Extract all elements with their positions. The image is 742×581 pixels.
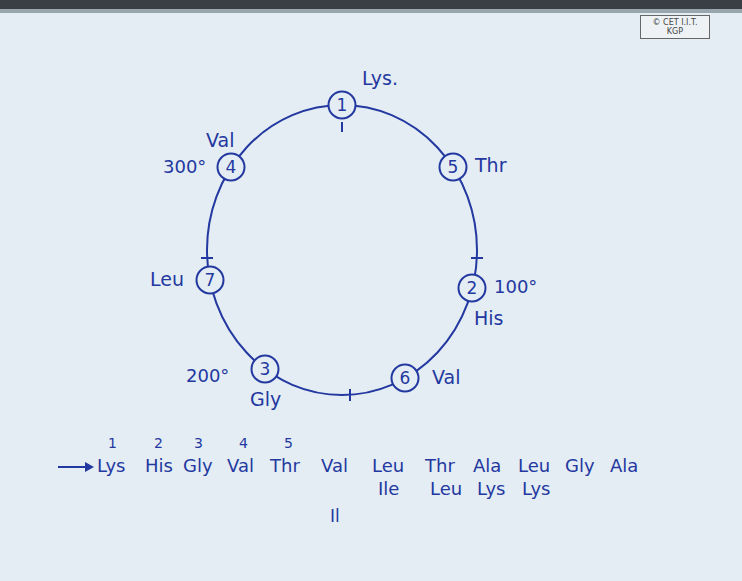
sequence-number: 1	[108, 436, 117, 451]
sequence-residue: Il	[330, 507, 340, 526]
position-number: 1	[327, 90, 357, 120]
sequence-arrow	[58, 462, 94, 472]
sequence-residue: Gly	[565, 456, 595, 476]
angle-label: 300°	[163, 157, 206, 177]
residue-name: Thr	[475, 155, 506, 176]
residue-node: 7Leu	[195, 265, 225, 295]
residue-name: Lys.	[362, 68, 398, 89]
residue-name: Leu	[150, 269, 184, 290]
angle-label: 100°	[494, 277, 537, 297]
position-number: 5	[438, 152, 468, 182]
residue-node: 5Thr	[438, 152, 468, 182]
tick-marks	[201, 122, 483, 401]
residue-node: 3Gly	[250, 354, 280, 384]
angle-label: 200°	[186, 366, 229, 386]
sequence-residue: Thr	[425, 456, 455, 476]
wheel-circle	[207, 105, 477, 395]
residue-name: Val	[432, 367, 460, 388]
position-number: 6	[390, 363, 420, 393]
sequence-residue: Thr	[270, 456, 300, 476]
sequence-number: 2	[154, 436, 163, 451]
position-number: 3	[250, 354, 280, 384]
sequence-residue: Gly	[183, 456, 213, 476]
sequence-residue: Leu	[372, 456, 404, 476]
sequence-residue: Val	[227, 456, 254, 476]
sequence-number: 3	[194, 436, 203, 451]
sequence-residue: His	[145, 456, 173, 476]
sequence-residue: Ala	[610, 456, 638, 476]
position-number: 7	[195, 265, 225, 295]
frame-edge	[0, 9, 742, 13]
sequence-residue: Leu	[518, 456, 550, 476]
residue-name: Gly	[250, 389, 281, 410]
logo-text: © CET I.I.T. KGP	[644, 18, 706, 36]
sequence-residue: Leu	[430, 479, 462, 499]
sequence-number: 4	[239, 436, 248, 451]
frame-bar	[0, 0, 742, 9]
residue-node: 4Val	[216, 152, 246, 182]
sequence-residue: Val	[321, 456, 348, 476]
residue-name: Val	[206, 130, 234, 151]
sequence-residue: Lys	[522, 479, 550, 499]
residue-name: His	[474, 308, 503, 329]
sequence-residue: Ala	[473, 456, 501, 476]
logo-box: © CET I.I.T. KGP	[640, 15, 710, 39]
sequence-residue: Lys	[97, 456, 125, 476]
sequence-number: 5	[284, 436, 293, 451]
position-number: 2	[457, 273, 487, 303]
residue-node: 2His	[457, 273, 487, 303]
sequence-residue: Ile	[378, 479, 399, 499]
position-number: 4	[216, 152, 246, 182]
residue-node: 1Lys.	[327, 90, 357, 120]
residue-node: 6Val	[390, 363, 420, 393]
sequence-residue: Lys	[477, 479, 505, 499]
